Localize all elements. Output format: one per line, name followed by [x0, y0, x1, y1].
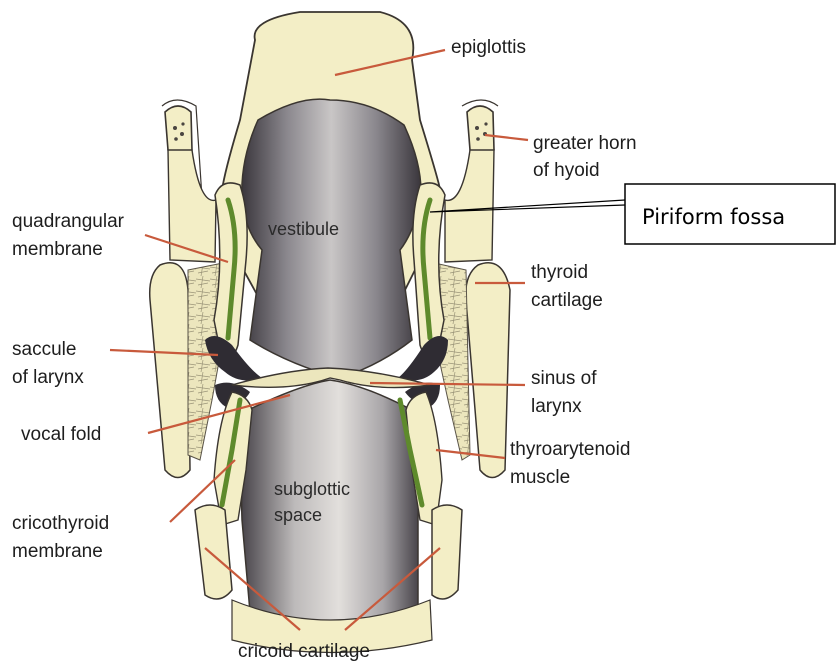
- label-quadrangular-line2: membrane: [12, 239, 103, 260]
- label-vestibule: vestibule: [268, 219, 339, 239]
- label-thyroarytenoid-line1: thyroarytenoid: [510, 439, 630, 460]
- label-subglottic-line1: subglottic: [274, 479, 350, 499]
- subglottic-lumen: [242, 380, 419, 640]
- label-subglottic-line2: space: [274, 505, 322, 525]
- label-saccule-line1: saccule: [12, 339, 76, 360]
- label-sinus-line1: sinus of: [531, 368, 597, 389]
- label-greater-horn-line1: greater horn: [533, 133, 637, 154]
- label-sinus-line2: larynx: [531, 396, 582, 417]
- label-thyroarytenoid-line2: muscle: [510, 467, 570, 488]
- label-greater-horn-line2: of hyoid: [533, 160, 600, 181]
- label-thyroid-line2: cartilage: [531, 290, 603, 311]
- label-cricothyroid-line2: membrane: [12, 541, 103, 562]
- right-hyoid-horn: [462, 100, 498, 154]
- right-thyroid-cartilage: [466, 263, 510, 478]
- left-cricoid-cartilage: [195, 505, 232, 599]
- label-vocal-fold: vocal fold: [21, 424, 101, 445]
- right-lateral-wall: [445, 150, 494, 262]
- label-cricothyroid-line1: cricothyroid: [12, 513, 109, 534]
- label-thyroid-line1: thyroid: [531, 262, 588, 283]
- label-quadrangular-line1: quadrangular: [12, 211, 125, 232]
- label-saccule-line2: of larynx: [12, 367, 84, 388]
- label-piriform-fossa: Piriform fossa: [642, 205, 785, 229]
- label-epiglottis: epiglottis: [451, 37, 526, 58]
- label-cricoid-cartilage: cricoid cartilage: [238, 641, 370, 662]
- left-thyroid-cartilage: [150, 263, 190, 478]
